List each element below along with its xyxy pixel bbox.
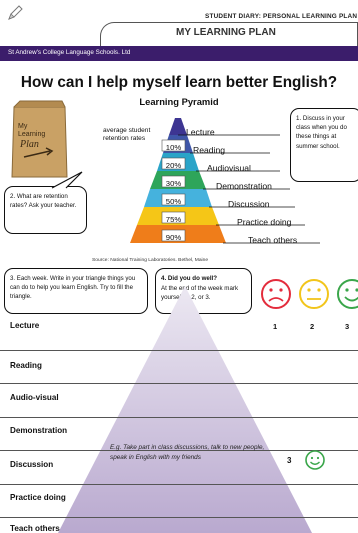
pencil-icon <box>8 5 23 20</box>
pct-teach: 90% <box>165 233 182 242</box>
page-title: How can I help myself learn better Engli… <box>20 74 338 91</box>
stage-audiovisual: Audiovisual <box>207 163 251 173</box>
neutral-face-icon <box>299 279 329 309</box>
page-header <box>0 0 358 46</box>
rating-faces <box>261 279 358 309</box>
school-name: St Andrew's College Language Schools. Lt… <box>8 49 131 56</box>
pct-practice: 75% <box>165 215 182 224</box>
discuss-bubble-text: 1. Discuss in your class when you do the… <box>296 115 347 150</box>
example-entry: E.g. Take part in class discussions, tal… <box>110 444 265 461</box>
retention-bubble-text: 2. What are retention rates? Ask your te… <box>10 193 77 210</box>
plan-title: MY LEARNING PLAN <box>176 27 276 38</box>
stage-lecture: Lecture <box>186 127 215 137</box>
row-lecture: Lecture <box>10 321 40 330</box>
example-happy-face-icon <box>305 450 325 470</box>
row-discussion: Discussion <box>10 460 54 469</box>
discuss-bubble: 1. Discuss in your class when you do the… <box>290 108 358 182</box>
title-tab <box>100 22 358 46</box>
pct-discussion: 50% <box>165 197 182 206</box>
row-practice-doing: Practice doing <box>10 493 66 502</box>
example-score: 3 <box>287 456 292 465</box>
diary-label: STUDENT DIARY: PERSONAL LEARNING PLAN <box>205 13 358 20</box>
pyramid-level-lecture <box>169 118 187 135</box>
row-reading: Reading <box>10 361 42 370</box>
stage-practice: Practice doing <box>237 217 292 227</box>
paper-bag-image: My Learning Plan <box>11 100 68 178</box>
bag-text-my: My <box>18 123 28 130</box>
row-teach-others: Teach others <box>10 524 60 533</box>
pyramid-title: Learning Pyramid <box>139 96 219 107</box>
writing-triangle[interactable] <box>0 284 358 533</box>
did-well-title: 4. Did you do well? <box>161 275 218 282</box>
stage-discussion: Discussion <box>228 199 270 209</box>
pct-audiovisual: 20% <box>165 161 182 170</box>
stage-reading: Reading <box>193 145 226 155</box>
sad-face-icon <box>261 279 291 309</box>
each-week-text: 3. Each week. Write in your triangle thi… <box>10 275 136 301</box>
stage-demonstration: Demonstration <box>216 181 272 191</box>
row-audio-visual: Audio-visual <box>10 393 59 402</box>
bag-text-plan: Plan <box>19 139 39 150</box>
retention-label: average student retention rates <box>103 127 151 142</box>
bag-text-learning: Learning <box>18 131 45 138</box>
school-banner <box>0 46 358 61</box>
pct-reading: 10% <box>165 143 182 152</box>
pct-demonstration: 30% <box>165 179 182 188</box>
stage-teach: Teach others <box>248 235 298 245</box>
bubble-tail <box>51 171 83 189</box>
retention-bubble: 2. What are retention rates? Ask your te… <box>4 186 87 234</box>
score-label-3: 3 <box>345 322 350 331</box>
each-week-bubble: 3. Each week. Write in your triangle thi… <box>4 268 148 314</box>
score-label-2: 2 <box>310 322 315 331</box>
pyramid-source: Source: National Training Laboratories. … <box>92 258 209 263</box>
row-demonstration: Demonstration <box>10 426 68 435</box>
learning-pyramid <box>130 118 320 244</box>
score-label-1: 1 <box>273 322 278 331</box>
